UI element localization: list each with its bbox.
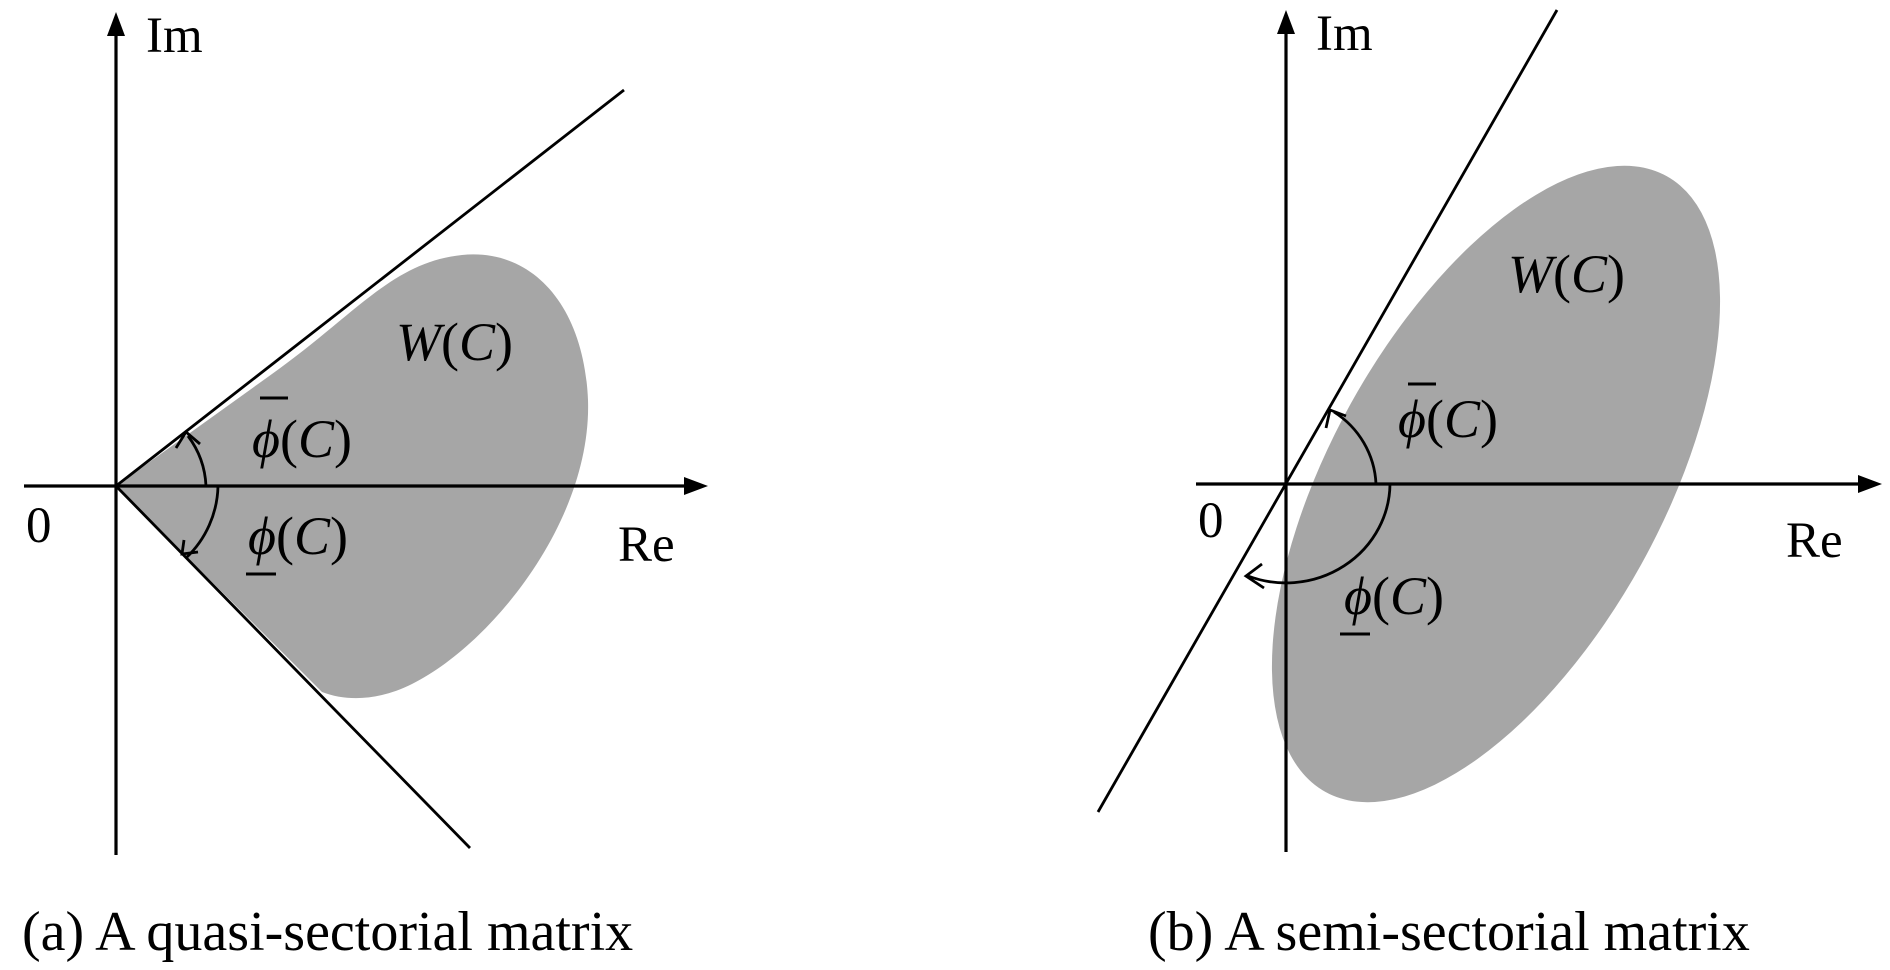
upper-angle-func: ϕ (252, 409, 280, 469)
numerical-range-arg: C (459, 312, 496, 372)
close-paren: ) (334, 409, 352, 469)
upper-angle-arg: C (298, 409, 335, 469)
imaginary-axis-label: Im (1316, 6, 1373, 62)
imaginary-axis (107, 12, 125, 855)
lower-sector-boundary (114, 485, 472, 849)
upper-angle-arg: C (1444, 389, 1481, 449)
close-paren: ) (1480, 389, 1498, 449)
lower-angle-arg: C (294, 506, 331, 566)
panel-b: Im Re 0 W(C) ϕ(C) ϕ(C) (b) A semi-sector… (1096, 6, 1882, 963)
lower-angle-func: ϕ (1344, 566, 1372, 626)
open-paren: ( (280, 409, 298, 469)
lower-angle-label: ϕ(C) (248, 506, 348, 566)
close-paren: ) (1607, 244, 1625, 304)
imaginary-axis (1277, 10, 1295, 852)
numerical-range-label: W(C) (1508, 244, 1625, 304)
upper-angle-arc (174, 429, 208, 487)
panel-a-caption: (a) A quasi-sectorial matrix (22, 901, 633, 963)
numerical-range-func: W (1508, 244, 1558, 304)
imaginary-axis-label: Im (146, 8, 203, 64)
origin-label: 0 (1198, 493, 1224, 549)
upper-sector-boundary (115, 88, 625, 488)
upper-angle-arc (1324, 408, 1378, 485)
lower-angle-arg: C (1390, 566, 1427, 626)
upper-angle-label: ϕ(C) (252, 409, 352, 469)
open-paren: ( (1372, 566, 1390, 626)
numerical-range-region (116, 254, 589, 699)
open-paren: ( (1426, 389, 1444, 449)
origin-label: 0 (26, 498, 52, 554)
open-paren: ( (441, 312, 459, 372)
real-axis (1196, 475, 1882, 493)
real-axis (24, 477, 708, 495)
lower-angle-arc (180, 485, 220, 560)
open-paren: ( (1553, 244, 1571, 304)
numerical-range-func: W (396, 312, 446, 372)
close-paren: ) (1426, 566, 1444, 626)
open-paren: ( (276, 506, 294, 566)
numerical-range-arg: C (1571, 244, 1608, 304)
real-axis-label: Re (1786, 513, 1843, 569)
real-axis-label: Re (618, 517, 675, 573)
close-paren: ) (495, 312, 513, 372)
lower-angle-func: ϕ (248, 506, 276, 566)
close-paren: ) (330, 506, 348, 566)
panel-a: Im Re 0 W(C) ϕ(C) ϕ(C) (a) A quasi-secto… (22, 8, 708, 963)
lower-angle-arc (1243, 483, 1392, 590)
panel-b-caption: (b) A semi-sectorial matrix (1148, 901, 1750, 963)
upper-angle-label: ϕ(C) (1398, 389, 1498, 449)
upper-angle-func: ϕ (1398, 389, 1426, 449)
lower-angle-label: ϕ(C) (1344, 566, 1444, 626)
sector-boundary-line (1096, 9, 1559, 813)
numerical-range-label: W(C) (396, 312, 513, 372)
